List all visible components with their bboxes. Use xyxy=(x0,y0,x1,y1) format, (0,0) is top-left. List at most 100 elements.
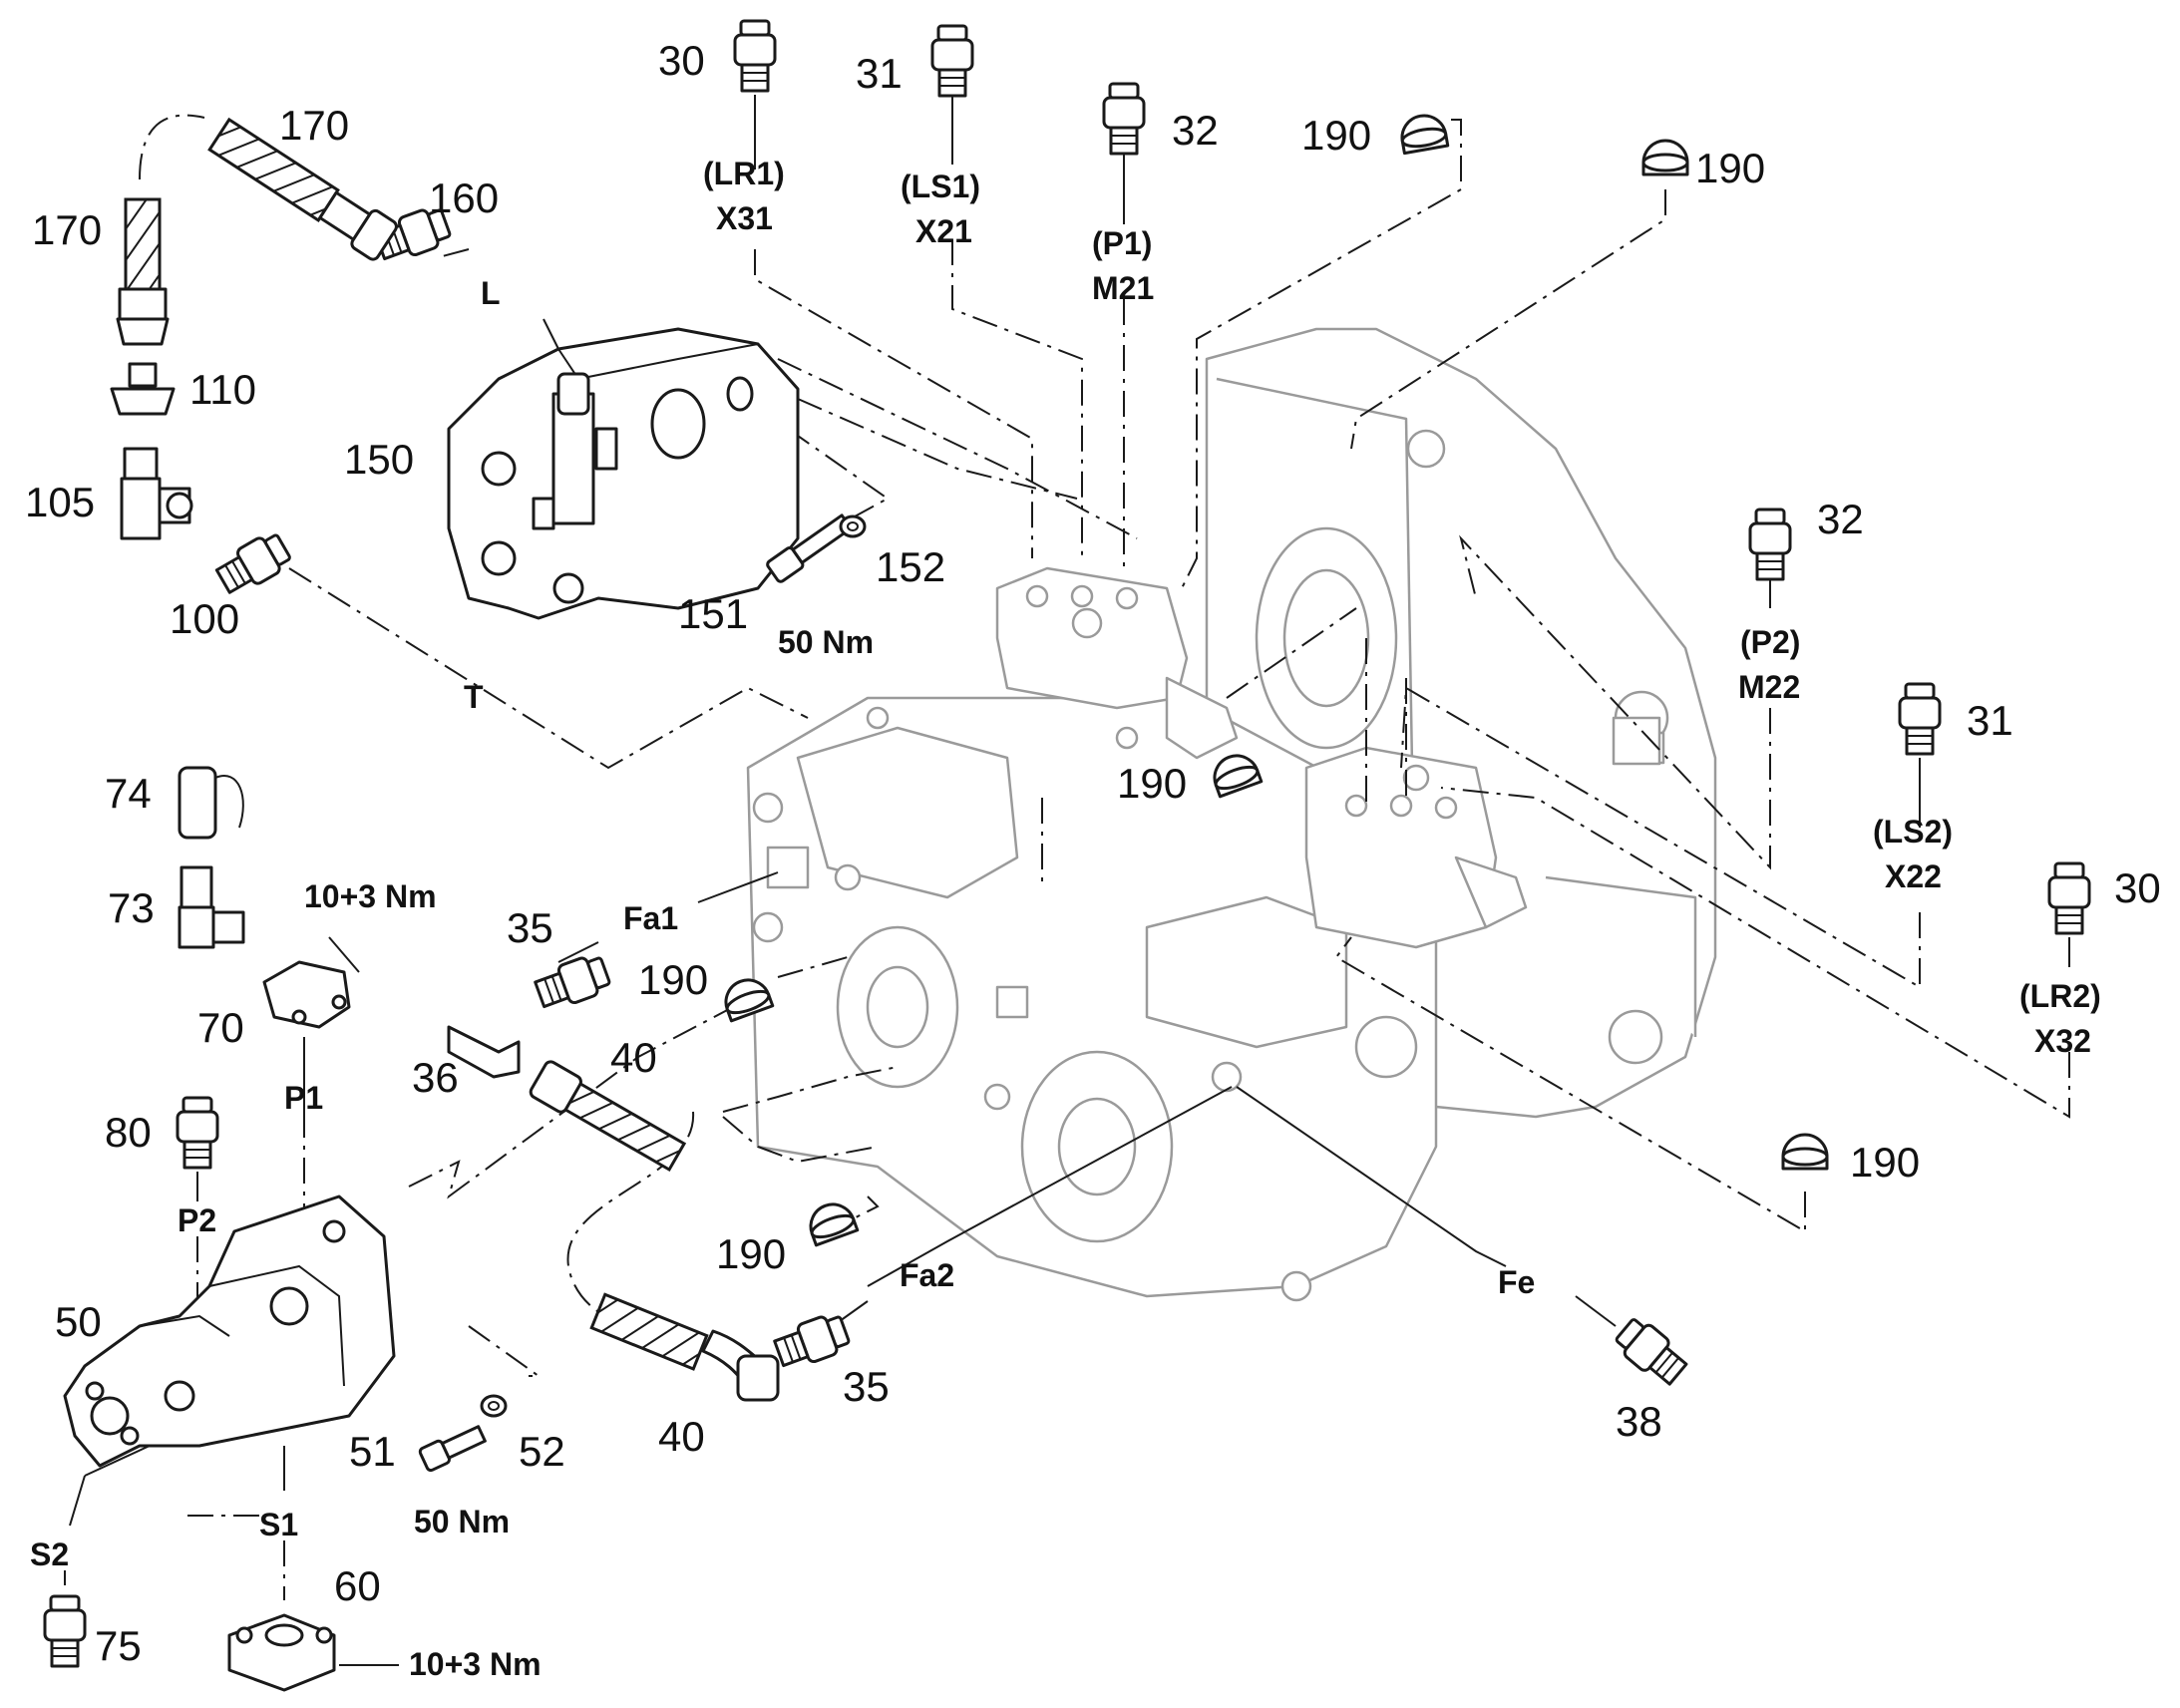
port-P1-lower: P1 xyxy=(284,1080,323,1116)
label-190-top-right: 190 xyxy=(1695,145,1765,191)
label-190-center: 190 xyxy=(1117,760,1187,807)
label-110: 110 xyxy=(189,366,256,413)
label-32-top: 32 xyxy=(1172,107,1219,154)
label-105: 105 xyxy=(25,479,95,525)
fitting-100 xyxy=(211,527,295,600)
port-labels: (LR1) X31 (LS1) X21 (P1) M21 (P2) M22 (L… xyxy=(30,156,2101,1572)
gear-pump-50 xyxy=(63,1195,396,1468)
port-Fa2: Fa2 xyxy=(900,1257,954,1293)
plug-190-left-lower xyxy=(803,1196,860,1247)
fitting-31-top xyxy=(930,24,974,98)
part-number-labels: 30 31 32 190 190 170 170 160 110 105 150… xyxy=(25,37,2161,1669)
hose-170-diagonal xyxy=(207,117,398,261)
port-m21: M21 xyxy=(1092,270,1154,306)
flange-60 xyxy=(227,1613,336,1692)
label-40-lower: 40 xyxy=(658,1413,705,1460)
bleed-screw-74 xyxy=(178,766,244,840)
label-40-upper: 40 xyxy=(610,1034,657,1081)
label-80: 80 xyxy=(105,1109,152,1156)
tee-73 xyxy=(178,865,245,949)
label-152: 152 xyxy=(876,543,945,590)
label-190-left-upper: 190 xyxy=(638,956,708,1003)
label-60: 60 xyxy=(334,1562,381,1609)
fitting-31-right xyxy=(1898,682,1942,756)
fitting-35-lower xyxy=(770,1309,854,1374)
label-36: 36 xyxy=(412,1054,459,1101)
torque-51: 50 Nm xyxy=(414,1504,510,1539)
label-31-top: 31 xyxy=(856,50,903,97)
port-x21: X21 xyxy=(915,213,972,249)
port-m22: M22 xyxy=(1738,669,1800,705)
port-x32: X32 xyxy=(2034,1023,2091,1059)
fitting-32-right xyxy=(1748,508,1792,581)
label-35-upper: 35 xyxy=(507,904,553,951)
label-30-right: 30 xyxy=(2114,864,2161,911)
label-190-right: 190 xyxy=(1850,1139,1920,1186)
screw-51 xyxy=(418,1425,487,1473)
fitting-38 xyxy=(1610,1312,1692,1391)
label-38: 38 xyxy=(1616,1398,1662,1445)
tee-105 xyxy=(120,447,193,540)
label-190-left-lower: 190 xyxy=(716,1230,786,1277)
elbow-36 xyxy=(447,1025,521,1079)
label-35-lower: 35 xyxy=(843,1363,890,1410)
pump-150 xyxy=(447,327,800,620)
label-52: 52 xyxy=(519,1428,565,1475)
hose-40-upper xyxy=(529,1060,687,1173)
label-190-top-left: 190 xyxy=(1301,112,1371,159)
port-x31: X31 xyxy=(716,200,773,236)
fitting-35-upper xyxy=(531,950,614,1015)
washer-52 xyxy=(480,1394,508,1418)
plug-190-top-right xyxy=(1641,139,1689,176)
port-lr2: (LR2) xyxy=(2019,978,2101,1014)
label-75: 75 xyxy=(95,1622,142,1669)
port-T: T xyxy=(464,679,484,715)
nut-110 xyxy=(110,362,176,416)
fitting-75 xyxy=(43,1594,87,1668)
hose-170-vertical xyxy=(116,197,170,346)
port-S1: S1 xyxy=(259,1507,298,1542)
torque-60: 10+3 Nm xyxy=(409,1646,542,1682)
fitting-80 xyxy=(176,1096,219,1170)
port-lr1: (LR1) xyxy=(703,156,785,191)
port-P2-lower: P2 xyxy=(178,1202,216,1238)
fitting-32-top xyxy=(1102,82,1146,156)
label-160: 160 xyxy=(429,174,499,221)
torque-151: 50 Nm xyxy=(778,624,874,660)
plug-190-top-left xyxy=(1397,111,1450,156)
screw-151 xyxy=(766,513,853,583)
label-50: 50 xyxy=(55,1298,102,1345)
plug-190-right xyxy=(1781,1133,1829,1171)
port-S2: S2 xyxy=(30,1537,69,1572)
label-170-top: 170 xyxy=(279,102,349,149)
port-ls1: (LS1) xyxy=(901,169,980,204)
fitting-30-right xyxy=(2047,861,2091,935)
label-100: 100 xyxy=(170,595,239,642)
port-p1-upper: (P1) xyxy=(1092,225,1152,261)
label-30-top: 30 xyxy=(658,37,705,84)
fitting-30-top xyxy=(733,19,777,93)
port-ls2: (LS2) xyxy=(1873,814,1953,850)
port-p2-upper: (P2) xyxy=(1740,624,1800,660)
port-L: L xyxy=(481,275,501,311)
label-32-right: 32 xyxy=(1817,496,1864,542)
label-150: 150 xyxy=(344,436,414,483)
label-170-left: 170 xyxy=(32,206,102,253)
label-31-right: 31 xyxy=(1967,697,2013,744)
port-x22: X22 xyxy=(1885,858,1942,894)
port-Fe: Fe xyxy=(1498,1264,1535,1300)
port-Fa1: Fa1 xyxy=(623,900,678,936)
flange-70 xyxy=(262,960,351,1029)
label-74: 74 xyxy=(105,770,152,817)
torque-labels: 50 Nm 50 Nm 10+3 Nm 10+3 Nm xyxy=(304,624,874,1682)
torque-70: 10+3 Nm xyxy=(304,878,437,914)
label-51: 51 xyxy=(349,1428,396,1475)
label-151: 151 xyxy=(678,590,748,637)
label-73: 73 xyxy=(108,884,155,931)
hose-40-lower xyxy=(589,1292,780,1402)
washer-152 xyxy=(839,514,867,538)
leader-lines xyxy=(64,95,2070,1666)
main-housing xyxy=(746,327,1717,1302)
label-70: 70 xyxy=(197,1004,244,1051)
